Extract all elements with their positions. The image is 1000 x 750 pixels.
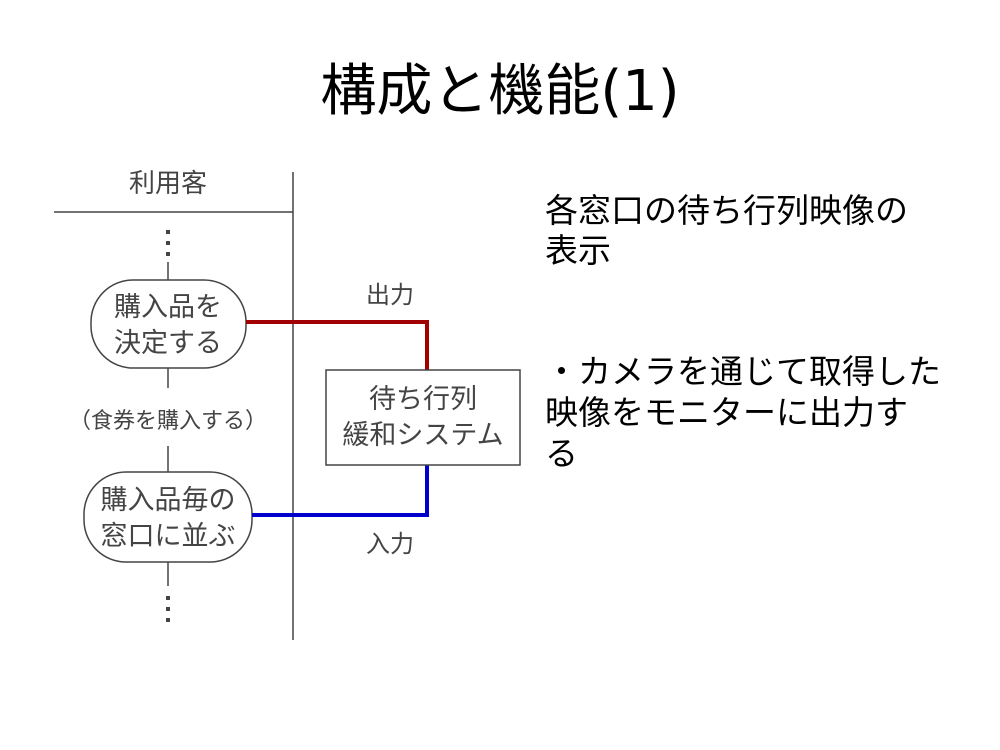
node-queue-line-2: 窓口に並ぶ (101, 521, 236, 552)
ellipsis-top (166, 230, 170, 256)
output-path-line (246, 320, 429, 370)
step-buy-ticket: （食券を購入する） (69, 409, 267, 434)
description-heading-line-1: 各窓口の待ち行列映像の (545, 191, 908, 230)
system-box-line-2: 緩和システム (342, 420, 503, 451)
input-label: 入力 (366, 530, 414, 558)
description-bullet-line-2: 映像をモニターに出力す (545, 393, 908, 432)
system-box (325, 369, 521, 466)
node-queue-line-1: 購入品毎の (101, 485, 236, 516)
node-decide-line-1: 購入品を (114, 292, 222, 323)
output-label: 出力 (366, 281, 414, 309)
description-bullet-line-3: る (545, 434, 578, 473)
node-decide-line-2: 決定する (114, 328, 222, 359)
slide-title: 構成と機能(1) (320, 59, 680, 124)
ellipsis-bottom (166, 596, 170, 622)
lane-header-label: 利用客 (129, 169, 207, 199)
description-heading-line-2: 表示 (545, 231, 611, 270)
description-bullet-line-1: ・カメラを通じて取得した (545, 352, 941, 391)
input-path-line (252, 465, 429, 517)
system-box-line-1: 待ち行列 (369, 384, 477, 415)
